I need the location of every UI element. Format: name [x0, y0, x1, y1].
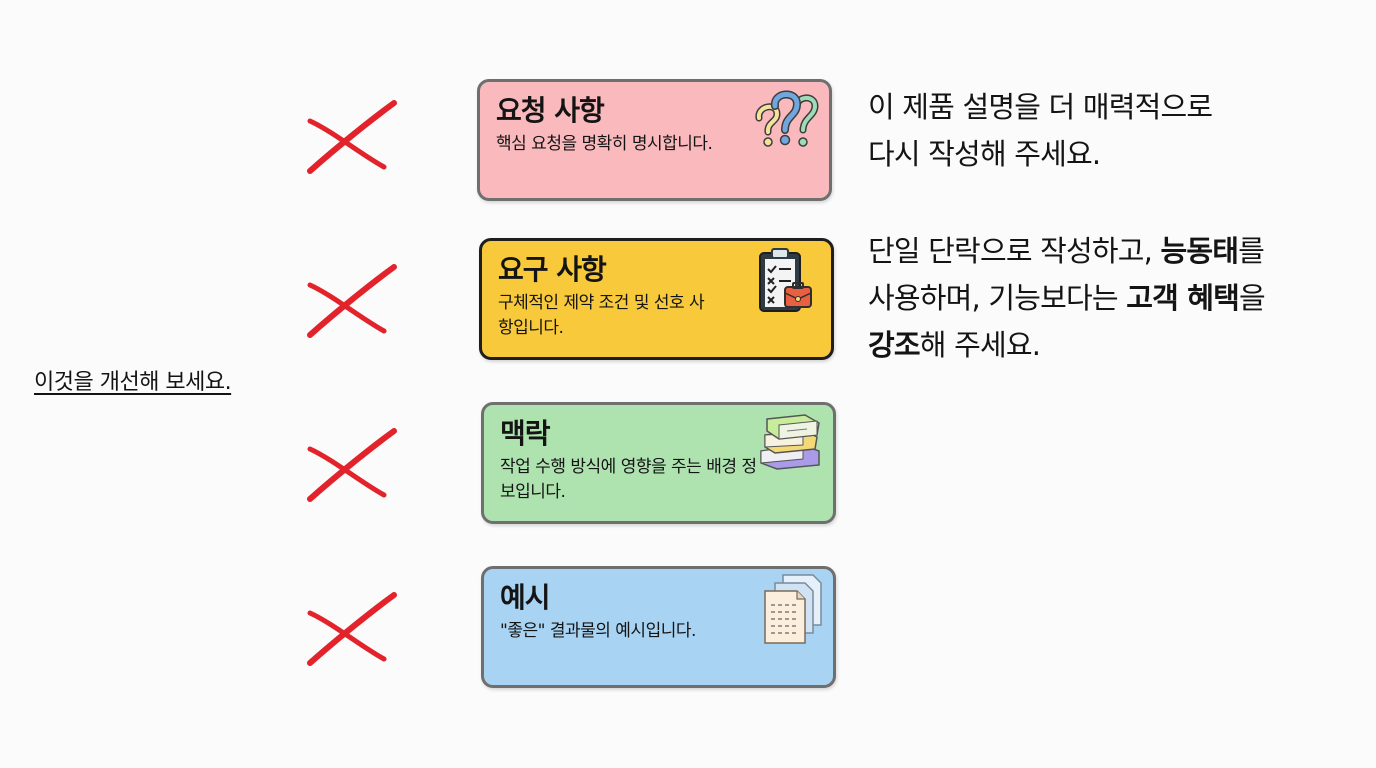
prompt-text-2: 단일 단락으로 작성하고, 능동태를 사용하며, 기능보다는 고객 혜택을 강조…: [868, 228, 1266, 369]
stacked-books-icon: [757, 411, 823, 471]
card-title: 예시: [500, 581, 551, 614]
x-mark-icon: [302, 589, 402, 669]
emphasis-highlight: 강조: [868, 328, 921, 362]
card-description: "좋은" 결과물의 예시입니다.: [500, 621, 696, 641]
emphasis-customer-benefits: 고객 혜택: [1126, 281, 1240, 315]
request-card: 요청 사항 핵심 요청을 명확히 명시합니다.: [477, 79, 832, 201]
card-title: 맥락: [500, 417, 551, 450]
card-description: 구체적인 제약 조건 및 선호 사항입니다.: [498, 293, 705, 338]
prompt-line: 이 제품 설명을 더 매력적으로: [868, 90, 1213, 124]
prompt-text-1: 이 제품 설명을 더 매력적으로 다시 작성해 주세요.: [868, 84, 1213, 178]
prompt-line: 다시 작성해 주세요.: [868, 137, 1101, 171]
clipboard-checklist-icon: [757, 247, 813, 315]
prompt-line: 강조해 주세요.: [868, 328, 1041, 362]
x-mark-icon: [302, 425, 402, 505]
emphasis-active-voice: 능동태: [1160, 234, 1239, 268]
examples-card: 예시 "좋은" 결과물의 예시입니다.: [481, 566, 836, 688]
card-title: 요청 사항: [496, 94, 605, 127]
prompt-line: 단일 단락으로 작성하고, 능동태를: [868, 234, 1265, 268]
question-marks-icon: [751, 88, 821, 154]
context-card: 맥락 작업 수행 방식에 영향을 주는 배경 정보입니다.: [481, 402, 836, 524]
improve-this-label: 이것을 개선해 보세요.: [34, 370, 232, 395]
x-mark-icon: [302, 97, 402, 177]
card-description: 작업 수행 방식에 영향을 주는 배경 정보입니다.: [500, 457, 757, 502]
documents-icon: [761, 573, 823, 645]
x-mark-icon: [302, 261, 402, 341]
card-title: 요구 사항: [498, 253, 607, 286]
card-description: 핵심 요청을 명확히 명시합니다.: [496, 134, 713, 154]
requirements-card: 요구 사항 구체적인 제약 조건 및 선호 사항입니다.: [479, 238, 834, 360]
prompt-line: 사용하며, 기능보다는 고객 혜택을: [868, 281, 1266, 315]
